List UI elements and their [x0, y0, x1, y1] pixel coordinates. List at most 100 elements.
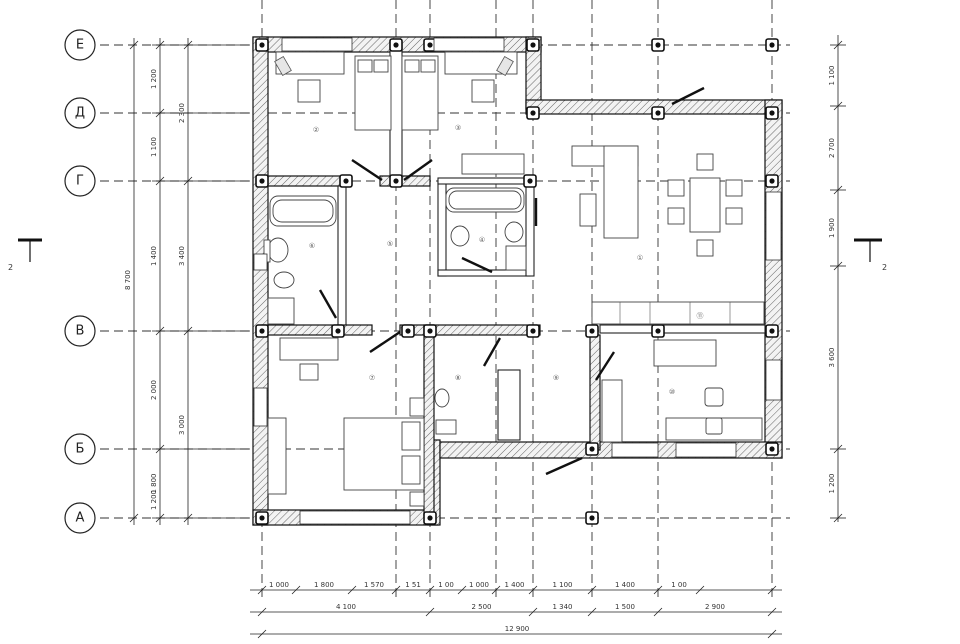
- windows: [253, 37, 782, 525]
- sofa: [603, 145, 639, 239]
- section-mark-left: 2: [8, 238, 42, 272]
- pillow: [420, 59, 436, 73]
- axis-bubble: Д: [64, 97, 96, 129]
- cabinet: [601, 379, 623, 443]
- column: [651, 38, 665, 52]
- dimension-label: 1 000: [269, 581, 289, 589]
- room-number: ⑦: [369, 374, 375, 382]
- dining-chair: [667, 179, 685, 197]
- chair: [471, 79, 495, 103]
- column: [585, 511, 599, 525]
- axis-letter: А: [76, 511, 85, 526]
- cooktop: [705, 417, 723, 435]
- shower: [267, 297, 295, 325]
- dimension-label: 1 000: [469, 581, 489, 589]
- sink: [267, 237, 289, 263]
- furniture: [263, 51, 765, 507]
- wardrobe: [461, 153, 525, 175]
- dimension-label: 1 100: [552, 581, 572, 589]
- dimension-label: 1 51: [405, 581, 421, 589]
- axis-bubble: Г: [64, 165, 96, 197]
- pillow: [357, 59, 373, 73]
- column: [255, 38, 269, 52]
- dimension-label: 1 400: [615, 581, 635, 589]
- room-number: ⑩: [669, 388, 675, 396]
- chair: [299, 363, 319, 381]
- door: [318, 289, 338, 319]
- column: [255, 324, 269, 338]
- room-number: ⑤: [387, 240, 393, 248]
- sofa: [653, 339, 717, 367]
- door: [545, 456, 583, 476]
- toilet: [434, 388, 450, 408]
- dimension-label: 3 400: [178, 246, 186, 266]
- dining-chair: [696, 153, 714, 171]
- dimension-label: 12 900: [505, 625, 530, 633]
- door: [351, 159, 383, 181]
- dimension-label: 1 800: [314, 581, 334, 589]
- dining-chair: [696, 239, 714, 257]
- room-number: ①: [637, 254, 643, 262]
- sink: [504, 221, 524, 243]
- dining-chair: [667, 207, 685, 225]
- column: [255, 511, 269, 525]
- column: [255, 174, 269, 188]
- dimension-label: 1 200: [150, 490, 158, 510]
- column: [331, 324, 345, 338]
- axis-bubble: Е: [64, 29, 96, 61]
- chair: [274, 56, 292, 76]
- door: [482, 337, 502, 367]
- coffee-table: [579, 193, 597, 227]
- doors: [318, 86, 705, 476]
- pillow: [401, 455, 421, 485]
- column: [765, 324, 779, 338]
- bottom-dimension-chains: 1 000 1 800 1 570 1 51 1 00 1 000 1 400 1 100 1 …: [250, 581, 782, 639]
- dining-chair: [725, 207, 743, 225]
- room-number: ⑨: [553, 374, 559, 382]
- chair: [297, 79, 321, 103]
- axis-letter: Г: [76, 174, 84, 189]
- dimension-label: 1 400: [150, 246, 158, 266]
- wardrobe: [267, 417, 287, 495]
- section-label-right: 2: [882, 263, 887, 272]
- column: [401, 324, 415, 338]
- column: [526, 324, 540, 338]
- axis-letter: Е: [76, 38, 84, 53]
- column: [526, 38, 540, 52]
- dimension-label: 1 800: [150, 473, 158, 493]
- bathtub-inner: [448, 190, 522, 210]
- axis-letter: Д: [75, 106, 85, 121]
- bathtub-inner: [272, 199, 334, 223]
- column: [523, 174, 537, 188]
- room-number: ④: [479, 236, 485, 244]
- column: [423, 511, 437, 525]
- room-number: ②: [313, 126, 319, 134]
- dimension-label: 2 500: [471, 603, 491, 611]
- toilet: [273, 271, 295, 289]
- desk: [279, 337, 339, 361]
- dimension-label: 1 200: [828, 473, 836, 493]
- dimension-label: 1 400: [504, 581, 524, 589]
- column: [765, 174, 779, 188]
- section-mark-right: 2: [854, 238, 887, 272]
- dimension-label: 8 700: [124, 270, 132, 290]
- section-label-left: 2: [8, 263, 13, 272]
- column: [651, 106, 665, 120]
- dimension-label: 1 900: [828, 218, 836, 238]
- column: [585, 324, 599, 338]
- kitchen-counter: [591, 301, 765, 325]
- room-number: ⑪: [697, 312, 704, 320]
- toilet: [450, 225, 470, 247]
- door: [461, 256, 493, 274]
- dimension-label: 1 100: [150, 137, 158, 157]
- dimension-label: 1 500: [615, 603, 635, 611]
- sink: [435, 419, 457, 435]
- dimension-label: 1 570: [364, 581, 384, 589]
- axis-bubble: Б: [64, 433, 96, 465]
- column: [389, 174, 403, 188]
- dimension-label: 1 00: [438, 581, 454, 589]
- door: [671, 86, 705, 106]
- room-number: ③: [455, 124, 461, 132]
- dining-chair: [725, 179, 743, 197]
